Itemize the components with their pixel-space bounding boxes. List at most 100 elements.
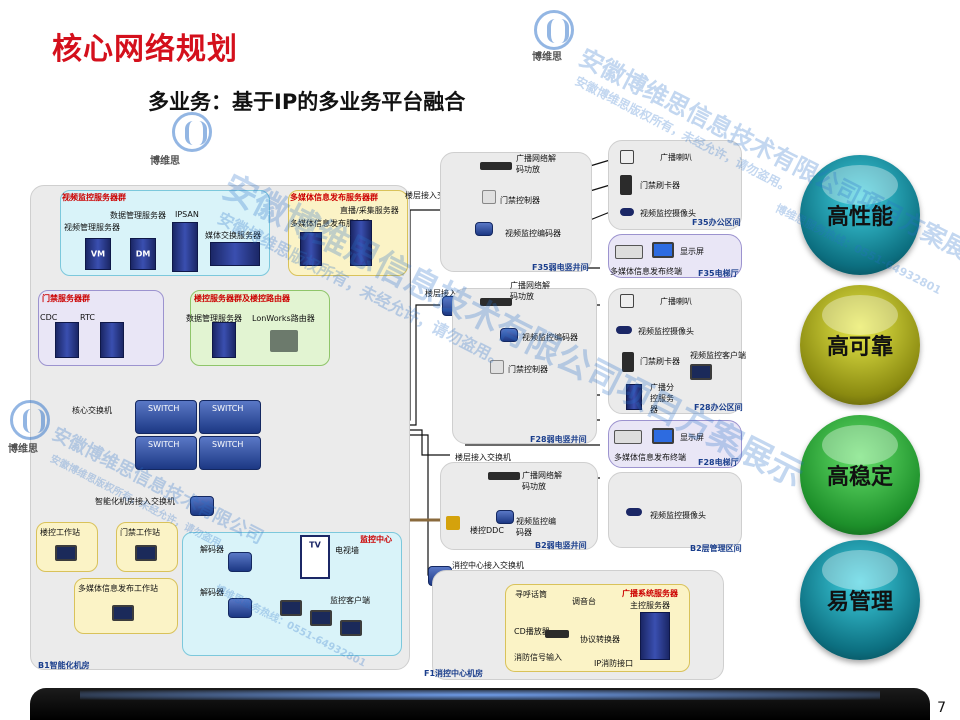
f28-shaft-label: F28弱电竖井间 — [530, 435, 587, 444]
ipsan-rack — [172, 222, 198, 272]
f1-cd-player — [545, 630, 569, 638]
f1-room-label: F1消控中心机房 — [424, 669, 484, 678]
f35-info-terminal — [615, 245, 643, 259]
f35-card-reader — [620, 175, 632, 195]
f35-camera-label: 视频监控摄像头 — [640, 209, 696, 218]
footer-glow — [80, 690, 880, 700]
watermark-logo-top-text: 博维思 — [532, 52, 562, 63]
f35-broadcast-decoder-label: 广播网络解码功放 — [516, 154, 556, 174]
f28-camera-label: 视频监控摄像头 — [638, 327, 694, 336]
monitor-center — [182, 532, 402, 656]
watermark-logo-low — [10, 400, 50, 440]
info-workstation-monitor — [112, 605, 134, 621]
bas-data-server-label: 数据管理服务器 — [186, 314, 242, 323]
media-switch-server — [210, 242, 260, 266]
b2-broadcast-decoder — [488, 472, 520, 480]
f35-display-label: 显示屏 — [680, 247, 704, 256]
f28-switch-label: 楼层接入交换机 — [425, 289, 481, 298]
cdc-label: CDC — [40, 313, 58, 322]
f28-speaker — [620, 294, 634, 308]
f28-display — [652, 428, 674, 444]
f28-display-label: 显示屏 — [680, 433, 704, 442]
lonworks-router — [270, 330, 298, 352]
f28-video-client-label: 视频监控客户端 — [690, 351, 746, 360]
rtc-label: RTC — [80, 313, 95, 322]
bas-workstation-label: 楼控工作站 — [40, 528, 80, 537]
info-server-1 — [300, 232, 322, 266]
f28-broadcast-server-label: 广播分控服务器 — [650, 383, 674, 414]
f35-display — [652, 242, 674, 258]
decoder-1 — [228, 552, 252, 572]
f1-protocol-converter-label: 协议转换器 — [580, 635, 620, 644]
f35-info-terminal-label: 多媒体信息发布终端 — [610, 267, 682, 276]
watermark-logo-mid — [172, 112, 212, 152]
page-title: 核心网络规划 — [52, 32, 238, 67]
watermark-logo-mid-text: 博维思 — [150, 156, 180, 167]
monitor-client-2 — [310, 610, 332, 626]
b2-bas-ddc — [446, 516, 460, 530]
info-workstation-label: 多媒体信息发布工作站 — [78, 584, 158, 593]
decoder-2 — [228, 598, 252, 618]
b2-video-encoder — [496, 510, 514, 524]
tv-wall: TV — [300, 535, 330, 579]
info-release-server-label: 多媒体信息发布服务器 — [290, 219, 370, 228]
dm-server: DM — [130, 238, 156, 270]
monitor-client-label: 监控客户端 — [330, 596, 370, 605]
f35-shaft-label: F35弱电竖井间 — [532, 263, 589, 272]
lonworks-router-label: LonWorks路由器 — [252, 314, 315, 323]
f1-broadcast-group-title: 广播系统服务器 — [622, 589, 678, 598]
f28-broadcast-decoder-label: 广播网络解码功放 — [510, 281, 550, 301]
video-mgmt-server-label: 视频管理服务器 — [64, 223, 120, 232]
f28-card-reader — [622, 352, 634, 372]
feature-high-performance: 高性能 — [800, 155, 920, 275]
feature-high-reliability: 高可靠 — [800, 285, 920, 405]
f28-lobby — [608, 420, 742, 468]
access-workstation-label: 门禁工作站 — [120, 528, 160, 537]
f28-lobby-label: F28电梯厅 — [698, 458, 739, 467]
access-workstation-monitor — [135, 545, 157, 561]
b2-camera — [626, 508, 642, 516]
core-switch-stack: SWITCH SWITCH SWITCH SWITCH — [135, 400, 265, 472]
bas-group-title: 楼控服务器群及楼控路由器 — [194, 294, 290, 303]
watermark-logo-low-text: 博维思 — [8, 444, 38, 455]
b1-access-switch — [190, 496, 214, 516]
info-release-group-title: 多媒体信息发布服务器群 — [290, 193, 378, 202]
monitor-client-3 — [340, 620, 362, 636]
f35-speaker-label: 广播喇叭 — [660, 153, 692, 162]
f28-info-terminal — [614, 430, 642, 444]
core-switch-label: 核心交换机 — [72, 406, 112, 415]
feature-high-stability: 高稳定 — [800, 415, 920, 535]
f35-office-label: F35办公区间 — [692, 218, 741, 227]
rtc-server — [100, 322, 124, 358]
f35-door-controller-label: 门禁控制器 — [500, 196, 540, 205]
f35-broadcast-decoder — [480, 162, 512, 170]
b2-office-label: B2层管理区间 — [690, 544, 742, 553]
f35-card-reader-label: 门禁刷卡器 — [640, 181, 680, 190]
f35-camera — [620, 208, 634, 216]
bas-workstation-monitor — [55, 545, 77, 561]
f28-video-encoder-label: 视频监控编码器 — [522, 333, 578, 342]
b2-shaft-label: B2弱电竖井间 — [535, 541, 587, 550]
f35-switch-label: 楼层接入交换机 — [405, 191, 461, 200]
f1-master-server-label: 主控服务器 — [630, 601, 670, 610]
video-data-server-label: 数据管理服务器 — [110, 211, 166, 220]
f35-video-encoder-label: 视频监控编码器 — [505, 229, 561, 238]
f28-broadcast-decoder — [480, 298, 512, 306]
f1-master-server — [640, 612, 670, 660]
f1-paging-mic-label: 寻呼话筒 — [515, 590, 547, 599]
f28-video-encoder — [500, 328, 518, 342]
b2-switch-label: 楼层接入交换机 — [455, 453, 511, 462]
b2-bas-ddc-label: 楼控DDC — [470, 526, 504, 535]
f28-video-client — [690, 364, 712, 380]
b1-room-label: B1智能化机房 — [38, 661, 90, 670]
f1-ip-fire-interface-label: IP消防接口 — [594, 659, 634, 668]
b2-broadcast-decoder-label: 广播网络解码功放 — [522, 471, 562, 491]
vm-server: VM — [85, 238, 111, 270]
b1-access-switch-label: 智能化机房接入交换机 — [95, 497, 175, 506]
f28-door-controller-label: 门禁控制器 — [508, 365, 548, 374]
f28-speaker-label: 广播喇叭 — [660, 297, 692, 306]
f35-shaft — [440, 152, 592, 272]
f35-speaker — [620, 150, 634, 164]
f28-shaft — [452, 288, 597, 444]
f28-office-label: F28办公区间 — [694, 403, 743, 412]
